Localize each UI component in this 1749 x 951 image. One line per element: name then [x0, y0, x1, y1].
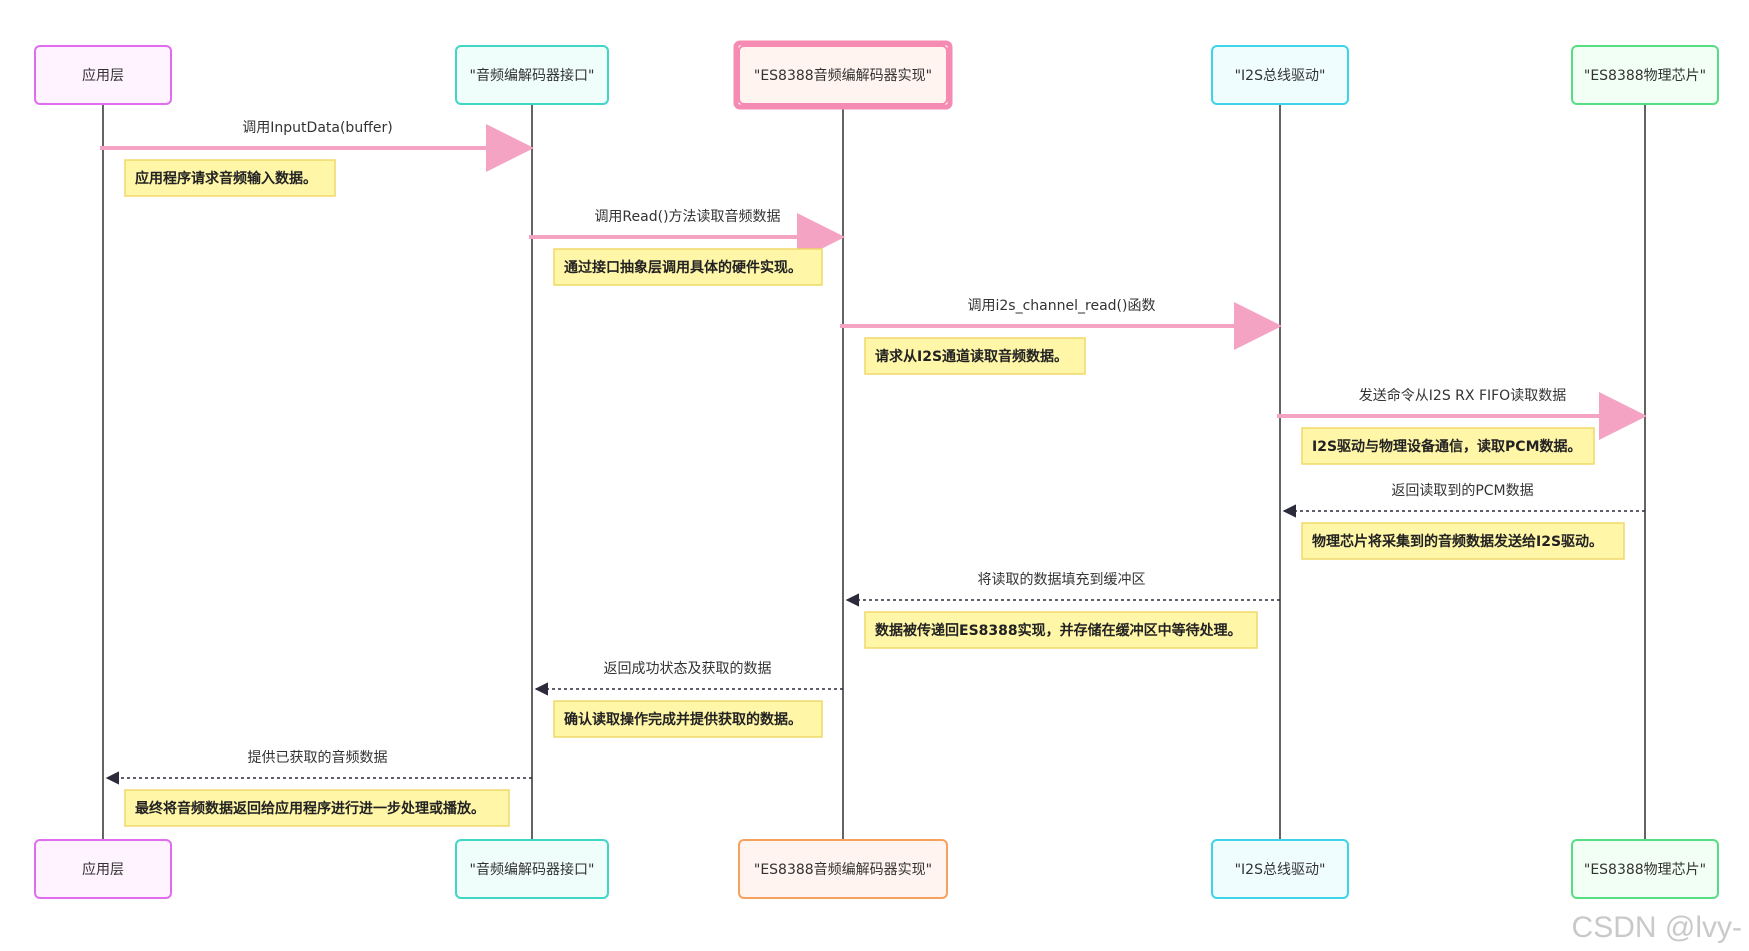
participant-label: "ES8388音频编解码器实现" — [754, 67, 932, 84]
participant-box-bottom: 应用层 — [34, 839, 172, 899]
participant-frame — [738, 45, 948, 105]
participant-box-top: "I2S总线驱动" — [1211, 45, 1349, 105]
lifelines — [102, 104, 1646, 840]
note: I2S驱动与物理设备通信，读取PCM数据。 — [1301, 427, 1595, 465]
message-label: 调用Read()方法读取音频数据 — [594, 208, 780, 225]
participant-box-top: "ES8388物理芯片" — [1571, 45, 1719, 105]
participant-label: "音频编解码器接口" — [470, 861, 595, 878]
participant-frame — [1571, 45, 1719, 105]
participant-frame — [34, 839, 172, 899]
participant-label: "ES8388物理芯片" — [1584, 862, 1706, 878]
participant-box-bottom: "ES8388音频编解码器实现" — [738, 839, 948, 899]
participant-label: 应用层 — [82, 861, 124, 878]
note-box — [864, 337, 1086, 375]
message-label: 提供已获取的音频数据 — [248, 749, 388, 766]
participant-box-bottom: "I2S总线驱动" — [1211, 839, 1349, 899]
participant-frame — [1211, 839, 1349, 899]
note-box — [1301, 522, 1625, 560]
participant-label: "I2S总线驱动" — [1235, 68, 1326, 84]
note-text: 最终将音频数据返回给应用程序进行进一步处理或播放。 — [135, 800, 485, 817]
participant-highlight — [733, 40, 953, 110]
message-label: 发送命令从I2S RX FIFO读取数据 — [1359, 387, 1566, 404]
note: 数据被传递回ES8388实现，并存储在缓冲区中等待处理。 — [864, 611, 1258, 649]
participant-box-top: "音频编解码器接口" — [455, 45, 609, 105]
note-box — [864, 611, 1258, 649]
message: 发送命令从I2S RX FIFO读取数据 I2S驱动与物理设备通信，读取PCM数据… — [1277, 387, 1647, 465]
note-box — [124, 159, 336, 197]
participant-box-bottom: "音频编解码器接口" — [455, 839, 609, 899]
message-label: 将读取的数据填充到缓冲区 — [978, 571, 1146, 588]
note-box — [124, 789, 510, 827]
participant-box-bottom: "ES8388物理芯片" — [1571, 839, 1719, 899]
participant-label: "I2S总线驱动" — [1235, 862, 1326, 878]
note-text: 应用程序请求音频输入数据。 — [135, 170, 317, 187]
participant-frame — [1571, 839, 1719, 899]
note-text: I2S驱动与物理设备通信，读取PCM数据。 — [1312, 438, 1582, 455]
note: 通过接口抽象层调用具体的硬件实现。 — [553, 248, 823, 286]
note: 物理芯片将采集到的音频数据发送给I2S驱动。 — [1301, 522, 1625, 560]
note-box — [553, 248, 823, 286]
participant-frame — [455, 45, 609, 105]
messages: 调用InputData(buffer) 应用程序请求音频输入数据。调用Read()… — [100, 120, 1647, 827]
message-label: 调用i2s_channel_read()函数 — [968, 298, 1156, 314]
participant-label: "ES8388物理芯片" — [1584, 68, 1706, 84]
message: 调用InputData(buffer) 应用程序请求音频输入数据。 — [100, 120, 534, 197]
participant-box-top: "ES8388音频编解码器实现" — [733, 40, 953, 110]
participant-label: "ES8388音频编解码器实现" — [754, 861, 932, 878]
message-label: 返回读取到的PCM数据 — [1391, 482, 1533, 499]
participant-frame — [455, 839, 609, 899]
note: 请求从I2S通道读取音频数据。 — [864, 337, 1086, 375]
message-label: 调用InputData(buffer) — [242, 120, 392, 136]
watermark: CSDN @lvy- — [1572, 911, 1742, 944]
participant-label: 应用层 — [82, 67, 124, 84]
note-text: 请求从I2S通道读取音频数据。 — [875, 348, 1068, 365]
note: 确认读取操作完成并提供获取的数据。 — [553, 700, 823, 738]
participants-top: 应用层 "音频编解码器接口" "ES8388音频编解码器实现" "I2S总线驱动" "E… — [34, 40, 1719, 110]
participant-frame — [738, 839, 948, 899]
note-box — [1301, 427, 1595, 465]
note-box — [553, 700, 823, 738]
participant-frame — [1211, 45, 1349, 105]
note: 应用程序请求音频输入数据。 — [124, 159, 336, 197]
participant-label: "音频编解码器接口" — [470, 67, 595, 84]
participant-box-top: 应用层 — [34, 45, 172, 105]
note-text: 数据被传递回ES8388实现，并存储在缓冲区中等待处理。 — [875, 622, 1242, 639]
participants-bottom: 应用层 "音频编解码器接口" "ES8388音频编解码器实现" "I2S总线驱动" "E… — [34, 839, 1719, 899]
note-text: 物理芯片将采集到的音频数据发送给I2S驱动。 — [1312, 533, 1603, 550]
note: 最终将音频数据返回给应用程序进行进一步处理或播放。 — [124, 789, 510, 827]
participant-frame — [34, 45, 172, 105]
note-text: 确认读取操作完成并提供获取的数据。 — [564, 711, 802, 728]
message-label: 返回成功状态及获取的数据 — [604, 661, 772, 677]
note-text: 通过接口抽象层调用具体的硬件实现。 — [564, 259, 802, 276]
